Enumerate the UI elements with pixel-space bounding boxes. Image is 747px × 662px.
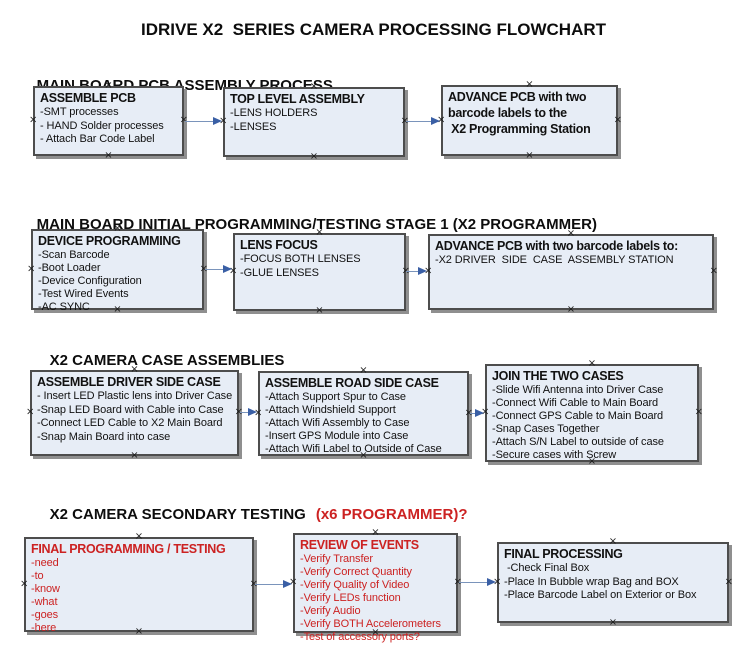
flowchart-title: IDRIVE X2 SERIES CAMERA PROCESSING FLOWC…: [140, 20, 607, 39]
arrow-head-icon: [223, 265, 232, 273]
box-title: JOIN THE TWO CASES: [492, 369, 624, 383]
flow-box-assemble-road-side-case: ASSEMBLE ROAD SIDE CASE -Attach Support …: [254, 366, 473, 461]
flow-box-top-level-assembly: TOP LEVEL ASSEMBLY -LENS HOLDERS -LENSES…: [219, 82, 409, 162]
section-header-text: MAIN BOARD INITIAL PROGRAMMING/TESTING S…: [36, 216, 597, 233]
flow-box-review-of-events: REVIEW OF EVENTS -Verify Transfer -Verif…: [289, 528, 462, 644]
box-items: - Insert LED Plastic lens into Driver Ca…: [37, 390, 233, 443]
flow-box-advance-pcb-case: ADVANCE PCB with two barcode labels to: …: [424, 229, 718, 315]
flow-box-join-the-two-cases: JOIN THE TWO CASES -Slide Wifi Antenna i…: [481, 359, 703, 467]
flow-box-advance-pcb-programming: ADVANCE PCB with two barcode labels to t…: [437, 80, 622, 161]
flow-arrow-assemble-to-toplevel: [185, 117, 222, 126]
arrow-line: [459, 581, 489, 583]
connection-point-icon: ×: [613, 114, 622, 125]
box-title: ADVANCE PCB with two barcode labels to t…: [448, 90, 591, 136]
box-title: DEVICE PROGRAMMING: [38, 234, 181, 248]
section-header-text: X2 CAMERA CASE ASSEMBLIES: [49, 352, 285, 369]
box-title: ADVANCE PCB with two barcode labels to:: [435, 239, 678, 253]
flow-box-lens-focus: LENS FOCUS -FOCUS BOTH LENSES -GLUE LENS…: [229, 228, 410, 316]
box-title: FINAL PROGRAMMING / TESTING: [31, 542, 226, 556]
box-items: -Check Final Box -Place In Bubble wrap B…: [504, 562, 697, 601]
connection-point-icon: ×: [608, 617, 618, 628]
connection-point-icon: ×: [724, 576, 733, 587]
flow-box-device-programming: DEVICE PROGRAMMING -Scan Barcode -Boot L…: [27, 224, 208, 315]
arrow-line: [185, 120, 215, 122]
box-title: LENS FOCUS: [240, 238, 318, 252]
box-title: REVIEW OF EVENTS: [300, 538, 419, 552]
arrow-head-icon: [248, 408, 257, 416]
arrow-line: [406, 120, 433, 122]
arrow-head-icon: [487, 578, 496, 586]
flow-box-assemble-pcb: ASSEMBLE PCB -SMT processes - HAND Solde…: [29, 81, 188, 161]
arrow-line: [255, 583, 285, 585]
flow-arrow-review-to-finalproc: [459, 578, 496, 587]
flow-box-final-processing: FINAL PROCESSING -Check Final Box -Place…: [493, 537, 733, 628]
box-title: FINAL PROCESSING: [504, 547, 623, 561]
box-items: -Verify Transfer -Verify Correct Quantit…: [300, 553, 441, 643]
flow-arrow-device-to-lensfocus: [205, 265, 232, 274]
arrow-head-icon: [213, 117, 222, 125]
section-header-text: X2 CAMERA SECONDARY TESTING: [49, 506, 306, 523]
section-header-case-assemblies: X2 CAMERA CASE ASSEMBLIES: [33, 335, 285, 386]
flow-box-assemble-driver-side-case: ASSEMBLE DRIVER SIDE CASE - Insert LED P…: [26, 365, 243, 461]
flow-arrow-road-to-join: [470, 409, 484, 418]
arrow-head-icon: [283, 580, 292, 588]
connection-point-icon: ×: [104, 150, 113, 161]
arrow-head-icon: [475, 409, 484, 417]
box-title: ASSEMBLE DRIVER SIDE CASE: [37, 375, 221, 389]
connection-point-icon: ×: [27, 263, 36, 274]
box-items: -FOCUS BOTH LENSES -GLUE LENSES: [240, 253, 361, 279]
flow-arrow-driver-to-road: [240, 408, 257, 417]
section-header-red-text: (x6 PROGRAMMER)?: [315, 506, 468, 523]
box-title: TOP LEVEL ASSEMBLY: [230, 92, 365, 106]
flow-arrow-toplevel-to-advance: [406, 117, 440, 126]
connection-point-icon: ×: [315, 305, 324, 316]
box-items: -Attach Support Spur to Case -Attach Win…: [265, 391, 442, 455]
arrow-line: [205, 268, 225, 270]
arrow-head-icon: [431, 117, 440, 125]
box-items: -SMT processes - HAND Solder processes -…: [40, 106, 164, 145]
arrow-line: [240, 411, 250, 413]
connection-point-icon: ×: [20, 578, 29, 589]
box-items: -need -to -know -what -goes -here: [31, 557, 60, 634]
connection-point-icon: ×: [709, 265, 718, 277]
connection-point-icon: ×: [566, 304, 576, 315]
connection-point-icon: ×: [29, 114, 38, 126]
arrow-line: [470, 412, 477, 414]
box-title: ASSEMBLE ROAD SIDE CASE: [265, 376, 439, 390]
connection-point-icon: ×: [130, 450, 139, 461]
arrow-head-icon: [418, 267, 427, 275]
connection-point-icon: ×: [525, 150, 534, 161]
connection-point-icon: ×: [694, 406, 703, 418]
box-items: -X2 DRIVER SIDE CASE ASSEMBLY STATION: [435, 254, 674, 266]
box-items: -Slide Wifi Antenna into Driver Case -Co…: [492, 384, 664, 461]
flow-arrow-lensfocus-to-advance: [406, 267, 427, 276]
connection-point-icon: ×: [309, 151, 319, 162]
section-header-initial-programming: MAIN BOARD INITIAL PROGRAMMING/TESTING S…: [20, 199, 597, 250]
section-header-secondary-testing: X2 CAMERA SECONDARY TESTING (x6 PROGRAMME…: [33, 489, 468, 540]
flow-box-final-programming-testing: FINAL PROGRAMMING / TESTING -need -to -k…: [20, 532, 258, 637]
box-items: -LENS HOLDERS -LENSES: [230, 107, 318, 133]
connection-point-icon: ×: [26, 406, 35, 418]
arrow-line: [406, 270, 420, 272]
box-title: ASSEMBLE PCB: [40, 91, 136, 105]
box-items: -Scan Barcode -Boot Loader -Device Confi…: [38, 249, 142, 313]
flow-arrow-finalprog-to-review: [255, 580, 292, 589]
